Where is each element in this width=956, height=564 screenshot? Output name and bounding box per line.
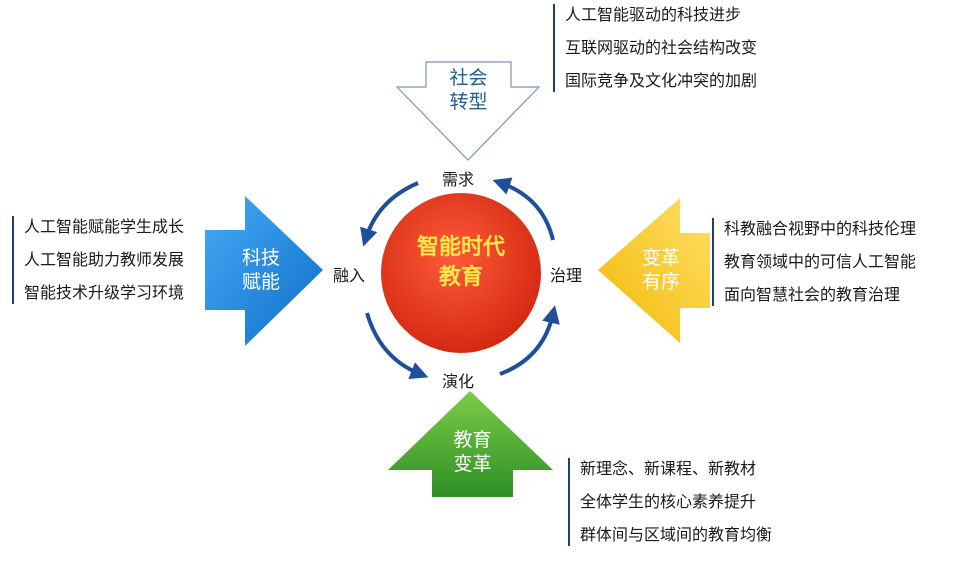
list-top: 人工智能驱动的科技进步 互联网驱动的社会结构改变 国际竞争及文化冲突的加剧: [553, 4, 757, 92]
list-item: 人工智能助力教师发展: [24, 250, 185, 269]
list-right-bar: [712, 218, 714, 306]
list-item: 互联网驱动的社会结构改变: [565, 38, 758, 57]
list-item: 智能技术升级学习环境: [24, 283, 185, 302]
list-bottom-bar: [568, 458, 570, 546]
list-item: 教育领域中的可信人工智能: [724, 252, 917, 271]
list-item: 科教融合视野中的科技伦理: [724, 219, 917, 238]
bottom-arrow-line1: 教育: [453, 429, 492, 451]
list-left: 人工智能赋能学生成长 人工智能助力教师发展 智能技术升级学习环境: [12, 216, 184, 304]
top-arrow-shape: [395, 61, 541, 161]
left-arrow-line1: 科技: [241, 247, 280, 269]
node-governance: 治理: [550, 266, 583, 285]
right-arrow-shape: [598, 198, 710, 343]
list-bottom: 新理念、新课程、新教材 全体学生的核心素养提升 群体间与区域间的教育均衡: [568, 458, 772, 546]
node-evolution: 演化: [442, 372, 475, 391]
list-item: 全体学生的核心素养提升: [580, 492, 757, 511]
center-title-line2: 教育: [438, 265, 483, 290]
list-left-bar: [12, 216, 14, 304]
list-item: 人工智能赋能学生成长: [24, 217, 185, 236]
center-title: 智能时代 教育: [391, 233, 531, 293]
list-item: 群体间与区域间的教育均衡: [580, 525, 773, 544]
cycle-arrow-bottom-right: [499, 305, 560, 376]
list-top-bar: [553, 4, 555, 92]
right-arrow-line1: 变革: [641, 247, 680, 269]
center-title-line1: 智能时代: [416, 235, 505, 260]
left-arrow-label: 科技 赋能: [230, 246, 292, 294]
cycle-arrow-bottom-left: [365, 312, 429, 380]
bottom-arrow-shape: [388, 391, 553, 497]
bottom-arrow-label: 教育 变革: [430, 428, 515, 476]
list-item: 面向智慧社会的教育治理: [724, 285, 901, 304]
list-right: 科教融合视野中的科技伦理 教育领域中的可信人工智能 面向智慧社会的教育治理: [712, 218, 916, 306]
list-item: 国际竞争及文化冲突的加剧: [565, 71, 758, 90]
bottom-arrow-line2: 变革: [453, 453, 492, 475]
left-arrow-line2: 赋能: [241, 271, 280, 293]
cycle-arrow-top-right: [492, 177, 555, 241]
node-demand: 需求: [442, 170, 475, 189]
node-integration: 融入: [333, 266, 366, 285]
top-arrow-line1: 社会: [449, 67, 488, 89]
top-arrow-line2: 转型: [449, 91, 488, 113]
right-arrow-line2: 有序: [641, 271, 680, 293]
list-item: 人工智能驱动的科技进步: [565, 5, 742, 24]
center-circle: [381, 193, 541, 353]
top-arrow-label: 社会 转型: [426, 66, 511, 114]
left-arrow-shape: [205, 196, 323, 346]
list-item: 新理念、新课程、新教材: [580, 459, 757, 478]
cycle-arrow-top-left: [360, 181, 419, 247]
right-arrow-label: 变革 有序: [630, 246, 692, 294]
